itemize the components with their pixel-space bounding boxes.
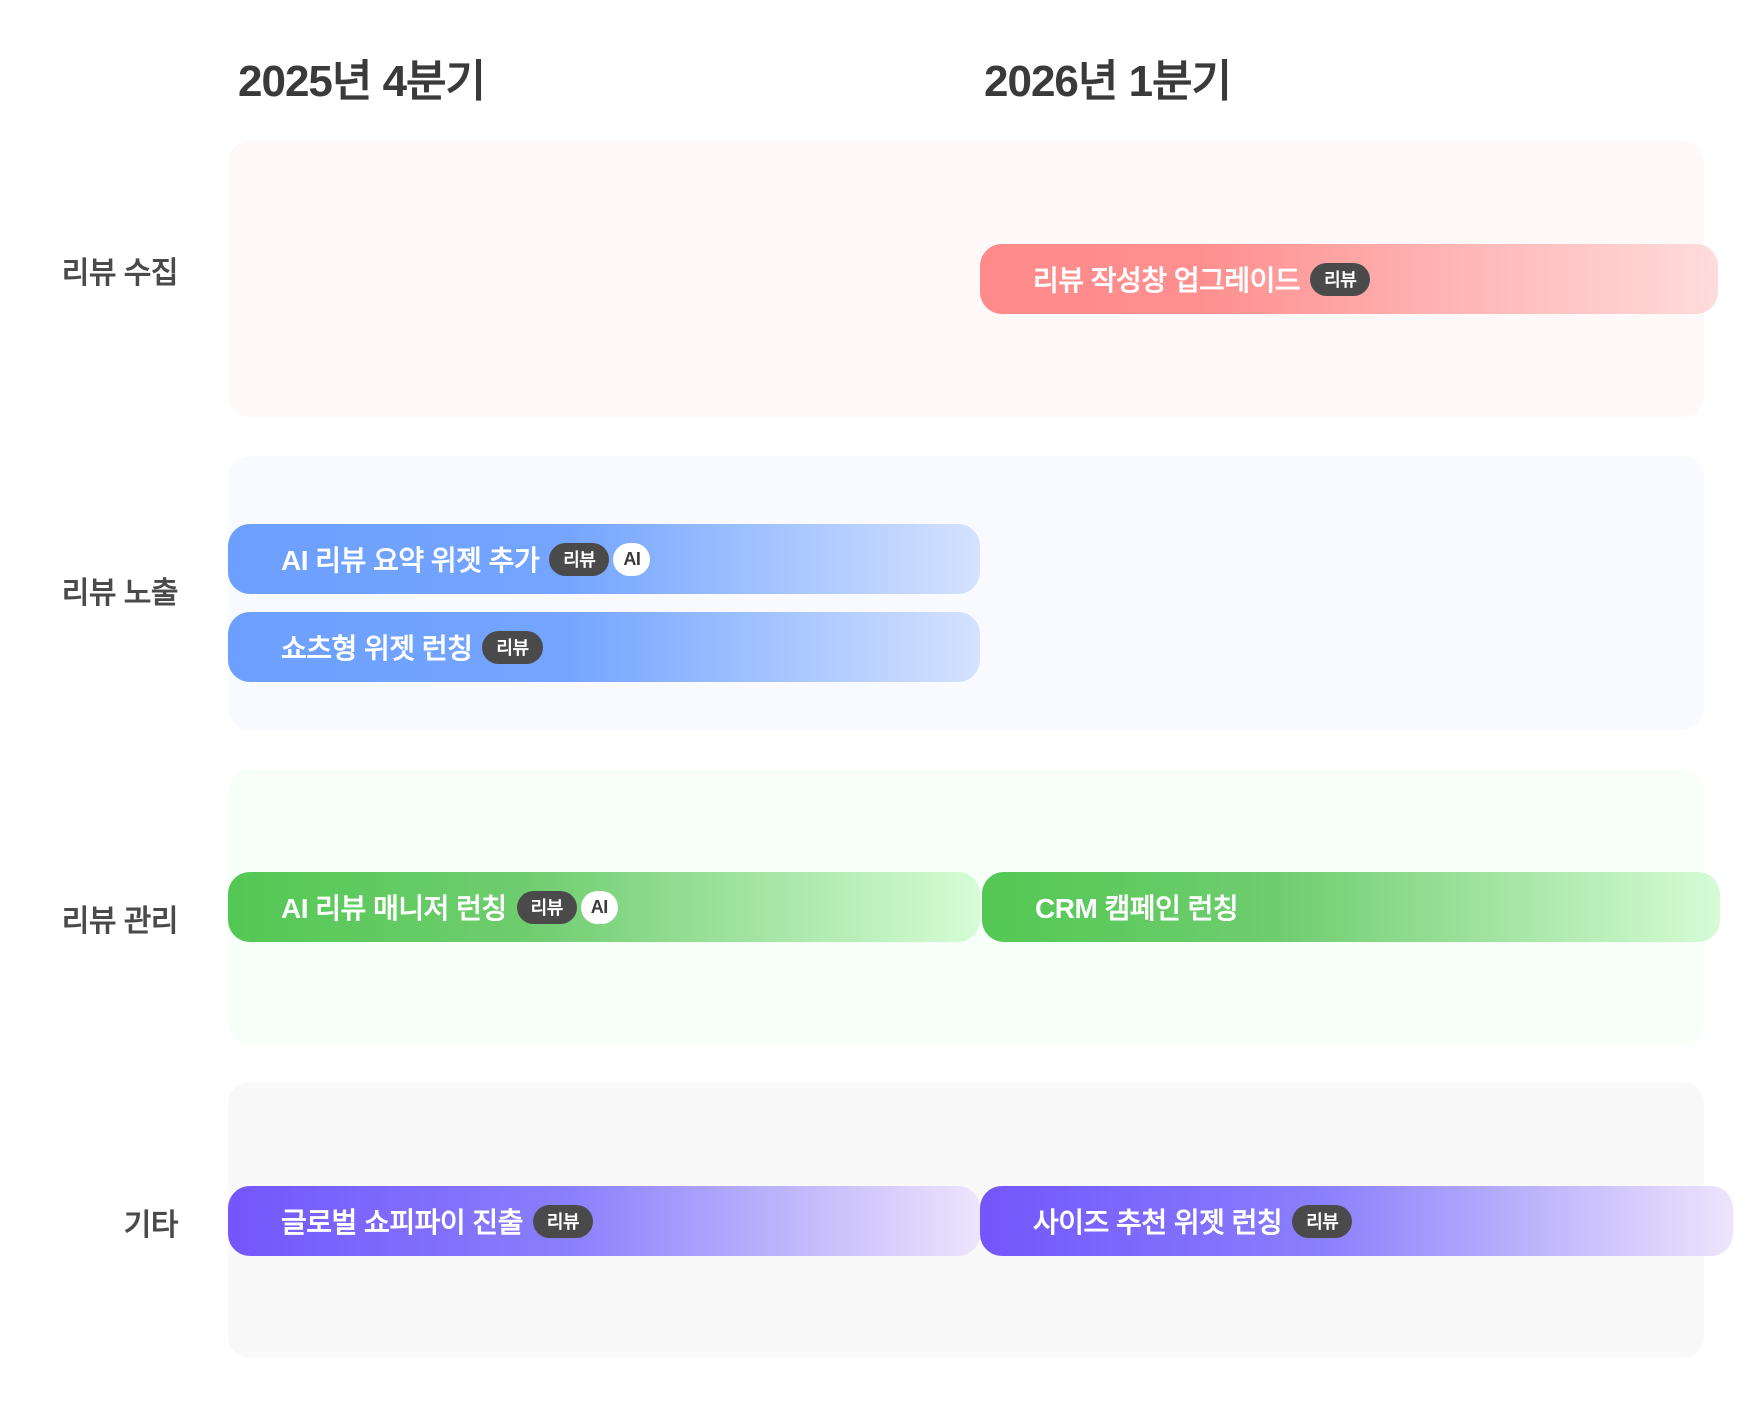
column-header-2025-q4: 2025년 4분기 <box>238 57 486 106</box>
roadmap-item-crm-campaign-launch[interactable]: CRM 캠페인 런칭 <box>982 872 1720 942</box>
roadmap-item-global-shopify-expansion[interactable]: 글로벌 쇼피파이 진출 리뷰 <box>228 1186 980 1256</box>
row-label-review-management: 리뷰 관리 <box>61 905 179 938</box>
tag-badge-review: 리뷰 <box>549 542 610 576</box>
row-label-review-exposure: 리뷰 노출 <box>61 577 179 610</box>
tag-badge-review: 리뷰 <box>516 890 577 924</box>
roadmap-item-size-recommendation-widget[interactable]: 사이즈 추천 위젯 런칭 리뷰 <box>980 1186 1733 1256</box>
tag-badge-review: 리뷰 <box>482 630 543 664</box>
item-label: 글로벌 쇼피파이 진출 <box>281 1207 523 1238</box>
tag-badge-review: 리뷰 <box>532 1204 594 1238</box>
tag-badge-review: 리뷰 <box>1292 1204 1353 1238</box>
tag-badge-ai: AI <box>613 542 651 576</box>
roadmap-item-shorts-widget-launch[interactable]: 쇼츠형 위젯 런칭 리뷰 <box>228 612 980 682</box>
tag-badge-ai: AI <box>580 890 618 924</box>
item-label: 쇼츠형 위젯 런칭 <box>281 633 473 664</box>
item-label: CRM 캠페인 런칭 <box>1035 893 1239 924</box>
item-label: 사이즈 추천 위젯 런칭 <box>1033 1207 1283 1238</box>
row-label-review-collection: 리뷰 수집 <box>61 257 179 290</box>
tag-badge-review: 리뷰 <box>1310 262 1371 296</box>
column-header-2026-q1: 2026년 1분기 <box>984 57 1232 106</box>
row-label-other: 기타 <box>123 1209 179 1242</box>
roadmap-item-review-form-upgrade[interactable]: 리뷰 작성창 업그레이드 리뷰 <box>980 244 1718 314</box>
item-label: AI 리뷰 매니저 런칭 <box>281 893 507 924</box>
roadmap-item-ai-review-summary-widget[interactable]: AI 리뷰 요약 위젯 추가 리뷰 AI <box>228 524 980 594</box>
item-label: AI 리뷰 요약 위젯 추가 <box>281 545 540 576</box>
item-label: 리뷰 작성창 업그레이드 <box>1033 265 1301 296</box>
roadmap-item-ai-review-manager-launch[interactable]: AI 리뷰 매니저 런칭 리뷰 AI <box>228 872 980 942</box>
